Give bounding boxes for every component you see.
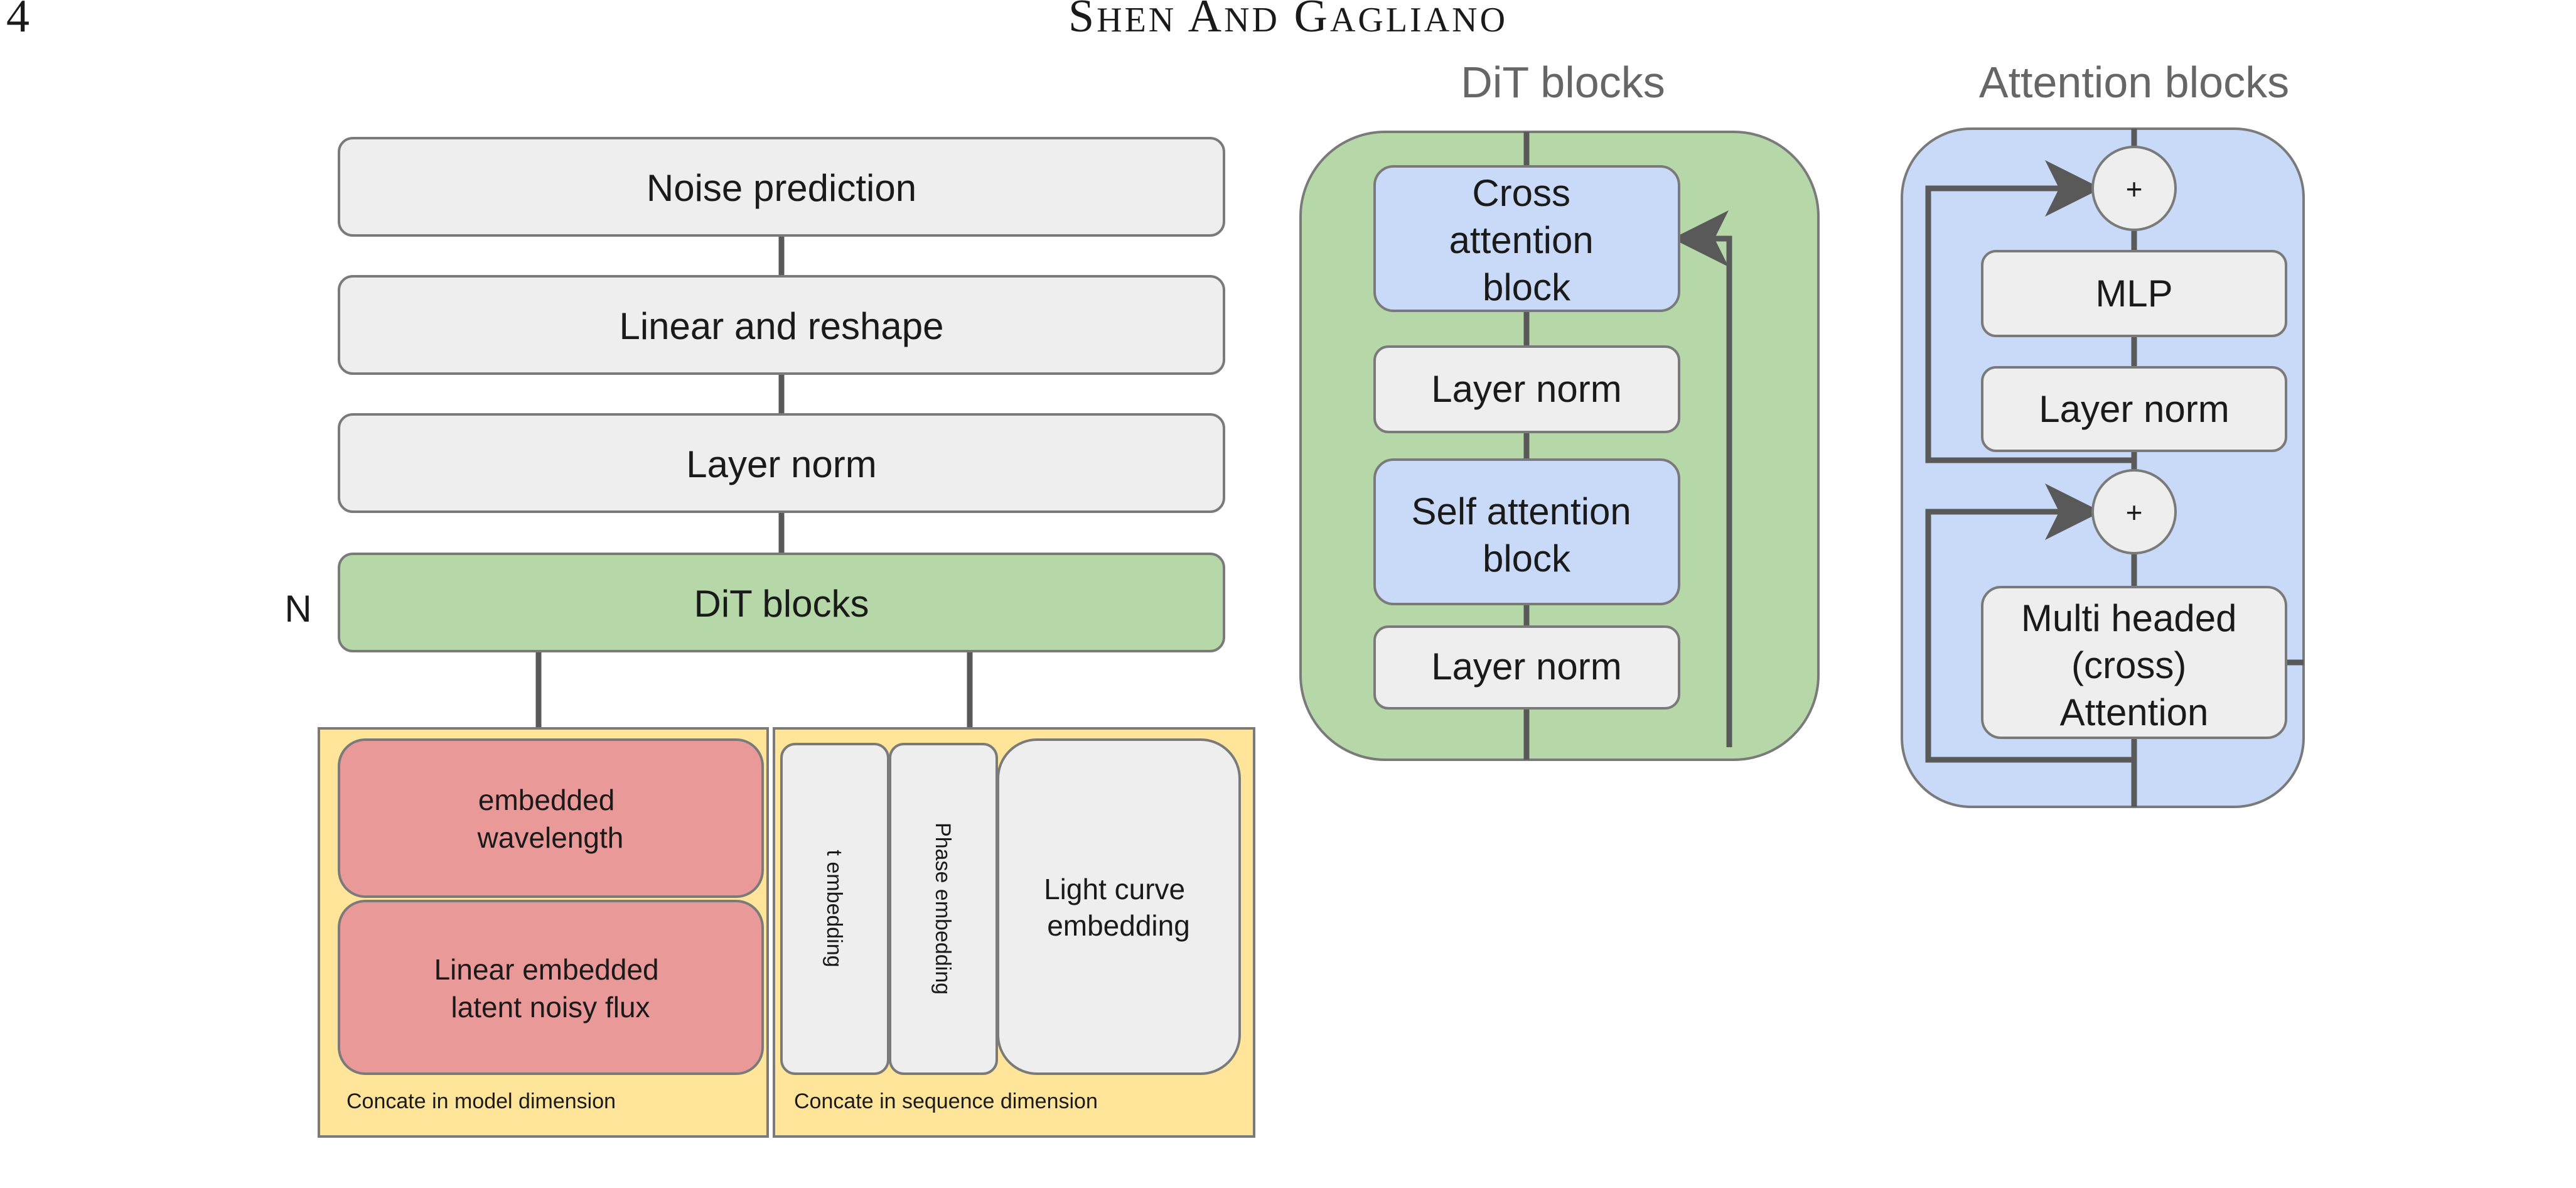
embedded-wavelength-box <box>338 738 764 898</box>
dit-layer-norm-bottom-label: Layer norm <box>1431 645 1621 688</box>
latent-noisy-flux-label: Linear embedded latent noisy flux <box>434 953 667 1023</box>
attn-residual-top <box>1925 160 2134 463</box>
noise-prediction-box: Noise prediction <box>338 137 1225 237</box>
dit-layer-norm-top-label: Layer norm <box>1431 368 1621 410</box>
dit-blocks-label: DiT blocks <box>694 583 869 625</box>
dit-panel-title: DiT blocks <box>1461 58 1665 107</box>
dit-residual-arrow <box>1672 210 1732 747</box>
page-number: 4 <box>6 0 30 42</box>
model-dimension-caption: Concate in model dimension <box>346 1089 616 1113</box>
plus-top-label: + <box>2126 173 2143 205</box>
t-embedding-label: t embedding <box>822 850 846 967</box>
phase-embedding-label: Phase embedding <box>931 823 955 995</box>
attention-blocks-panel: Attention blocks + MLP Layer norm + Mult… <box>1901 58 2305 808</box>
linear-reshape-label: Linear and reshape <box>619 305 943 347</box>
dit-blocks-panel: DiT blocks Cross attention block Layer n… <box>1299 58 1820 761</box>
plus-top-circle <box>2091 146 2177 231</box>
plus-bottom-circle <box>2091 469 2177 554</box>
light-curve-embedding-box <box>997 738 1241 1075</box>
cross-attention-label: Cross attention block <box>1449 172 1604 308</box>
t-embedding-box <box>780 743 889 1075</box>
self-attention-label: Self attention block <box>1412 490 1642 580</box>
plus-bottom-label: + <box>2126 496 2143 529</box>
latent-noisy-flux-box <box>338 900 764 1075</box>
attn-layer-norm-box <box>1981 366 2287 452</box>
dit-layer-norm-top-box <box>1373 345 1680 433</box>
dit-blocks-box: DiT blocks <box>338 553 1225 652</box>
attn-residual-bottom <box>1925 483 2134 763</box>
multi-head-attention-label: Multi headed (cross) Attention <box>2021 597 2247 733</box>
dit-layer-norm-bottom-box <box>1373 625 1680 710</box>
mlp-box <box>1981 250 2287 337</box>
noise-prediction-label: Noise prediction <box>647 167 916 209</box>
cross-attention-box <box>1373 165 1680 312</box>
model-dimension-group: embedded wavelength Linear embedded late… <box>318 727 769 1138</box>
mlp-label: MLP <box>2095 273 2172 315</box>
linear-reshape-box: Linear and reshape <box>338 275 1225 375</box>
n-repeat-label: N <box>284 588 311 630</box>
layer-norm-box: Layer norm <box>338 413 1225 513</box>
sequence-dimension-caption: Concate in sequence dimension <box>794 1089 1098 1113</box>
light-curve-embedding-label: Light curve embedding <box>1044 873 1193 942</box>
sequence-dimension-group: t embedding Phase embedding Light curve … <box>773 727 1255 1138</box>
embedded-wavelength-label: embedded wavelength <box>477 784 624 854</box>
attention-panel-title: Attention blocks <box>1979 58 2289 107</box>
running-title: SHEN AND GAGLIANO <box>1068 0 1508 42</box>
self-attention-box <box>1373 458 1680 605</box>
attn-layer-norm-label: Layer norm <box>2039 388 2229 430</box>
multi-head-attention-box <box>1981 586 2287 739</box>
layer-norm-label: Layer norm <box>686 443 876 485</box>
